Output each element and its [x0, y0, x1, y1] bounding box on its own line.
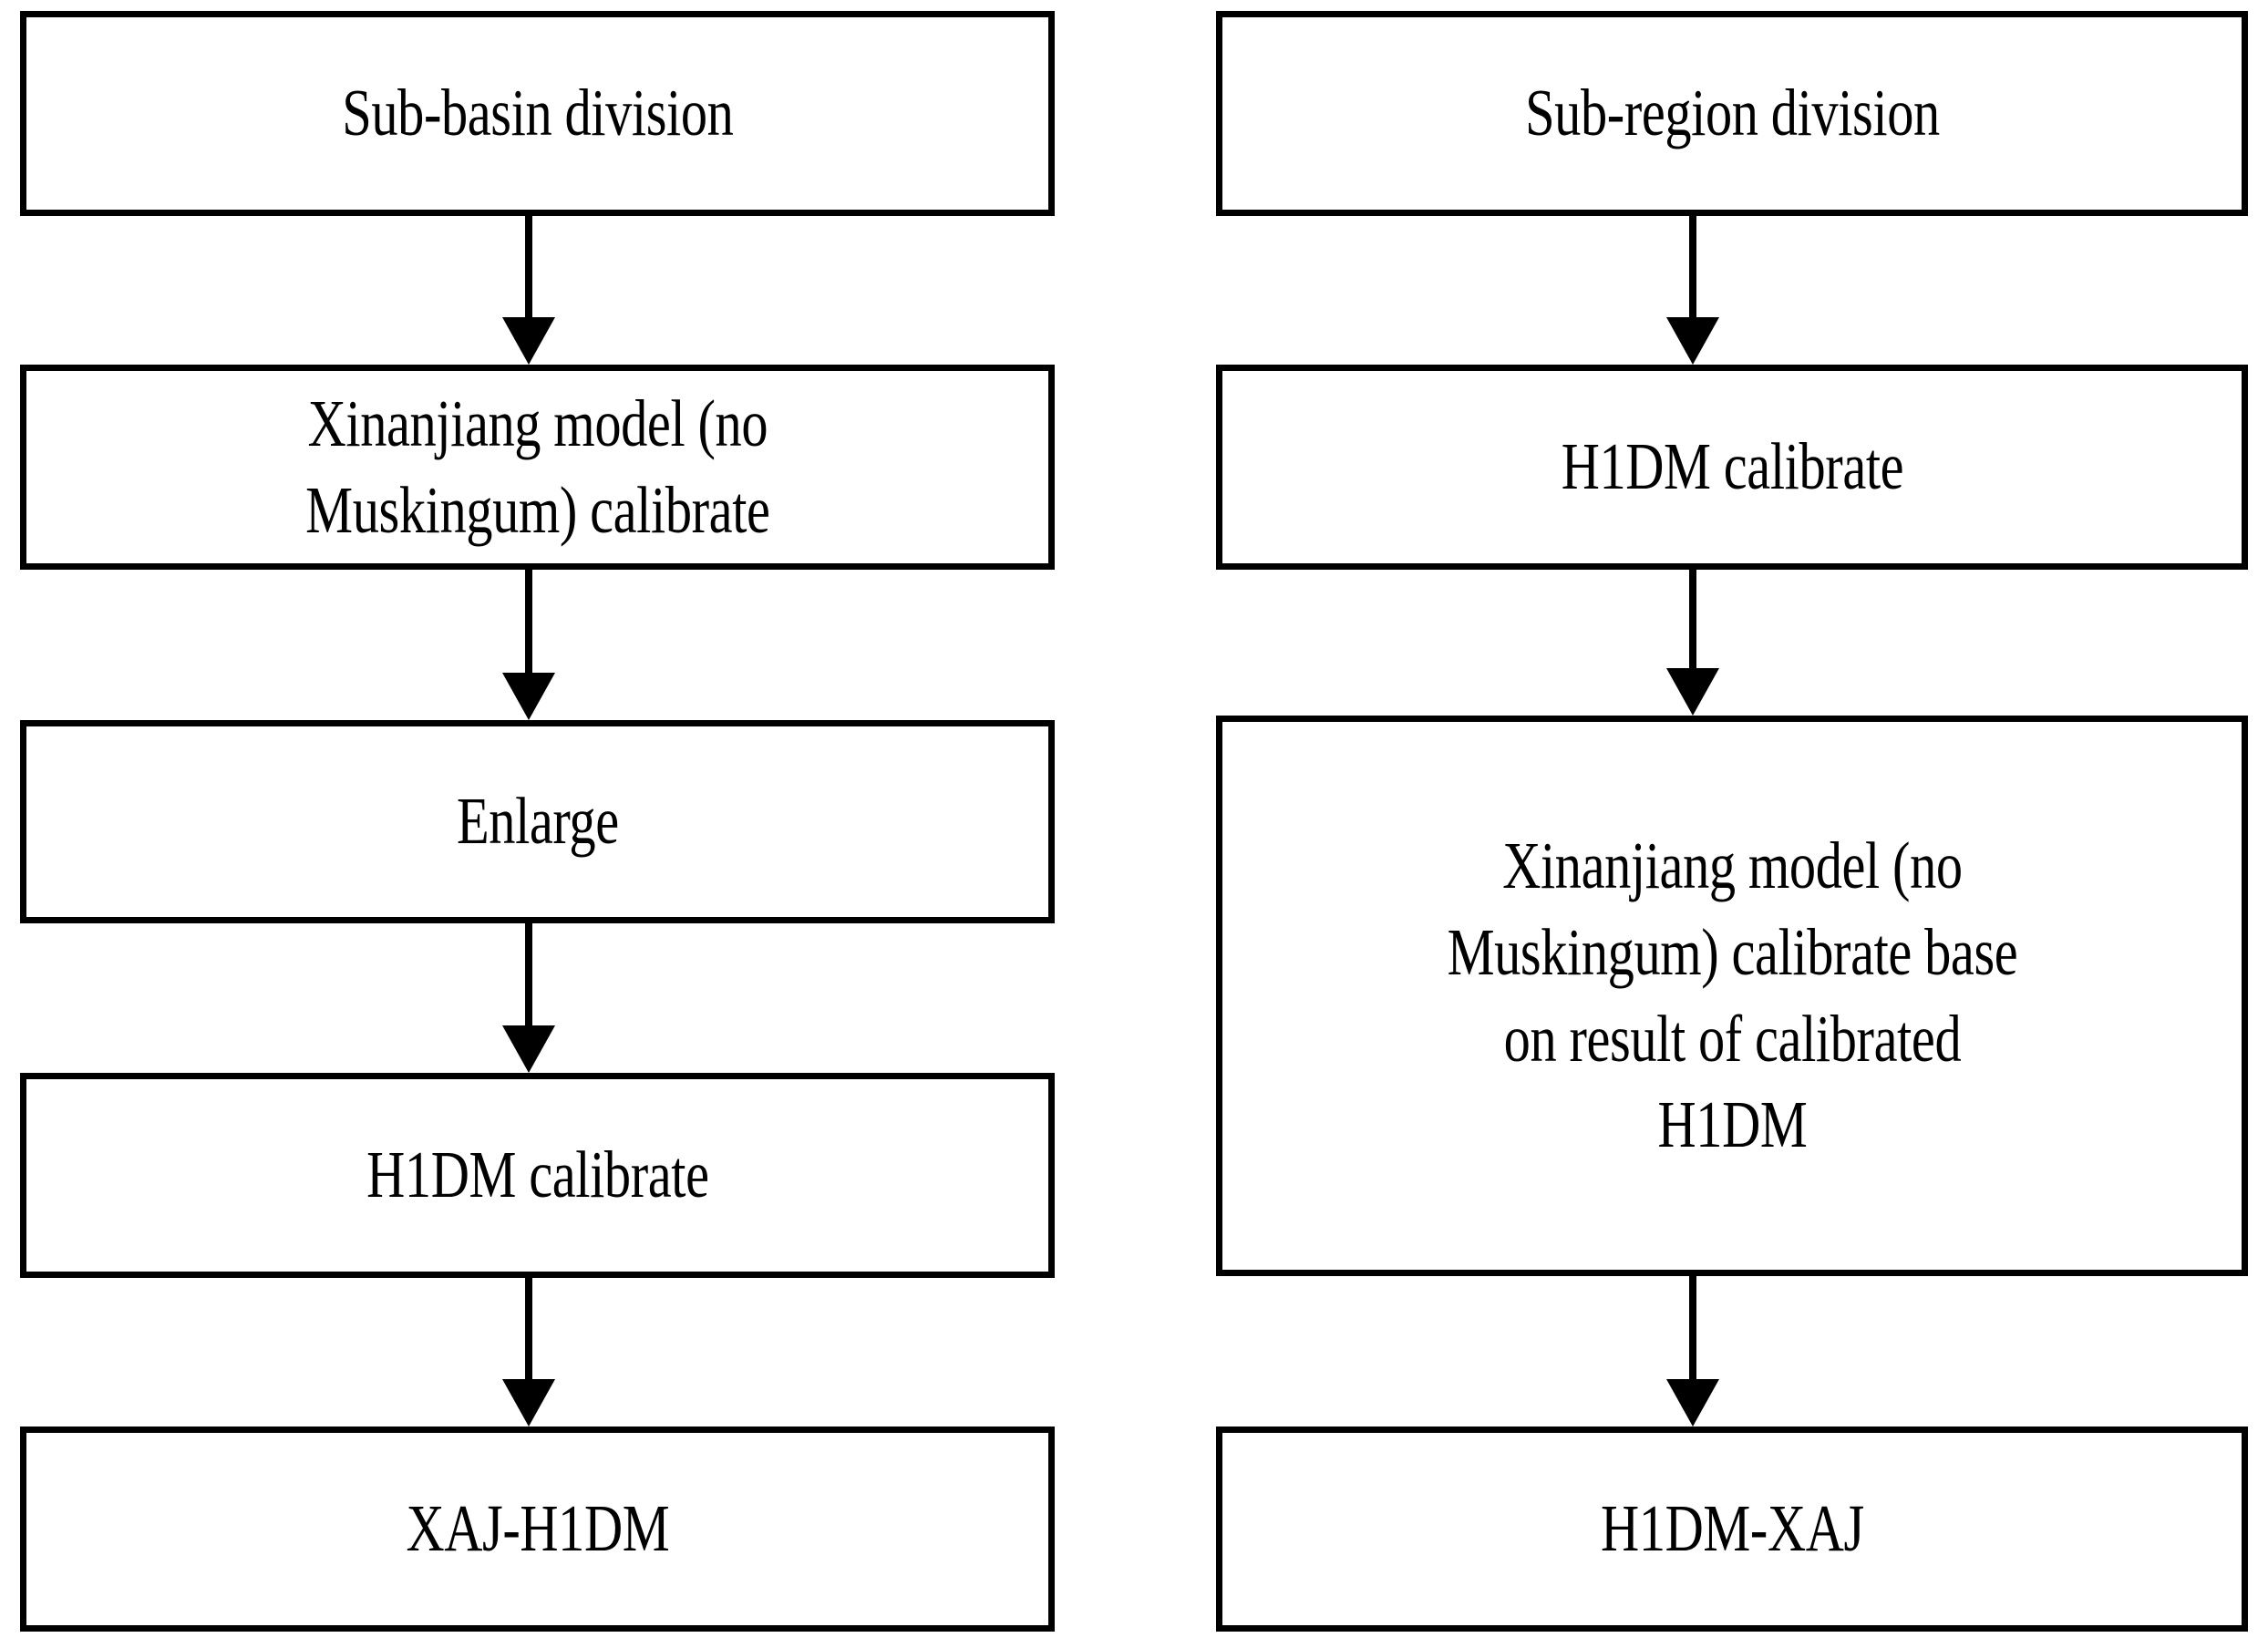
flow-node-label: Xinanjiang model (no Muskingum) calibrat… [304, 386, 770, 547]
arrow-head-icon [1666, 668, 1719, 716]
arrow-left-4 [483, 1278, 574, 1427]
arrow-shaft [1689, 1276, 1696, 1379]
arrow-head-icon [1666, 1379, 1719, 1427]
flow-node-xinanjiang-calibrate[interactable]: Xinanjiang model (no Muskingum) calibrat… [20, 365, 1055, 570]
arrow-shaft [1689, 216, 1696, 317]
arrow-shaft [525, 570, 532, 673]
flow-node-h1dm-calibrate[interactable]: H1DM calibrate [20, 1073, 1055, 1278]
arrow-shaft [525, 216, 532, 317]
flow-node-label: Enlarge [456, 784, 619, 859]
flow-node-label: Xinanjiang model (no Muskingum) calibrat… [1447, 828, 2017, 1162]
flow-node-label: H1DM-XAJ [1600, 1491, 1864, 1566]
arrow-head-icon [502, 673, 555, 720]
flow-node-enlarge[interactable]: Enlarge [20, 720, 1055, 923]
flow-node-sub-region-division[interactable]: Sub-region division [1216, 11, 2248, 216]
flow-node-sub-basin-division[interactable]: Sub-basin division [20, 11, 1055, 216]
arrow-head-icon [1666, 317, 1719, 365]
flow-node-h1dm-xaj[interactable]: H1DM-XAJ [1216, 1427, 2248, 1632]
flow-node-label: H1DM calibrate [1561, 429, 1903, 504]
arrow-shaft [525, 923, 532, 1025]
arrow-right-1 [1647, 216, 1738, 365]
arrow-head-icon [502, 317, 555, 365]
arrow-left-2 [483, 570, 574, 720]
arrow-shaft [525, 1278, 532, 1379]
flow-node-label: H1DM calibrate [366, 1138, 709, 1212]
arrow-right-2 [1647, 570, 1738, 716]
arrow-left-1 [483, 216, 574, 365]
arrow-head-icon [502, 1379, 555, 1427]
flow-node-h1dm-calibrate-right[interactable]: H1DM calibrate [1216, 365, 2248, 570]
flow-node-label: Sub-region division [1524, 76, 1940, 150]
flow-node-xinanjiang-calibrate-base-h1dm[interactable]: Xinanjiang model (no Muskingum) calibrat… [1216, 716, 2248, 1276]
arrow-left-3 [483, 923, 574, 1073]
arrow-head-icon [502, 1025, 555, 1073]
arrow-shaft [1689, 570, 1696, 668]
flow-node-xaj-h1dm[interactable]: XAJ-H1DM [20, 1427, 1055, 1632]
flow-node-label: XAJ-H1DM [406, 1491, 669, 1566]
arrow-right-3 [1647, 1276, 1738, 1427]
flow-node-label: Sub-basin division [341, 76, 734, 150]
